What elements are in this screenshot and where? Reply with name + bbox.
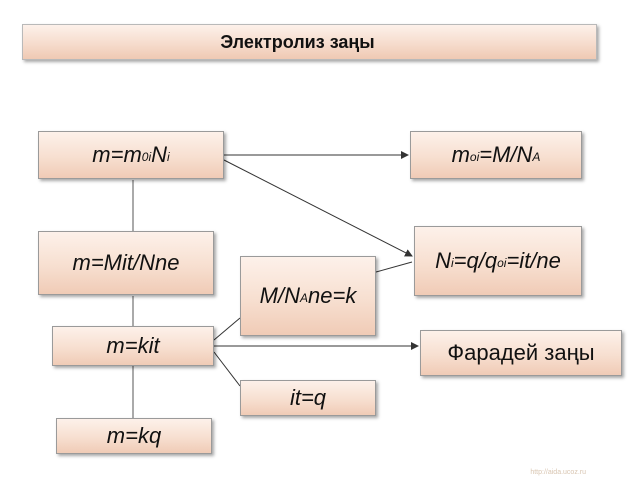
- it-q-text: it=q: [289, 385, 327, 410]
- page-title: Электролиз заңы: [220, 31, 375, 52]
- watermark: http://aida.ucoz.ru: [530, 469, 586, 476]
- node-m-mit: m=Mit/Nne: [38, 231, 214, 295]
- m-kq-text: m=kq: [106, 423, 162, 448]
- arrow-to-ni: [223, 159, 413, 257]
- node-it-q: it=q: [240, 380, 376, 416]
- node-m-kit: m=kit: [52, 326, 214, 366]
- node-m-kq: m=kq: [56, 418, 212, 454]
- m-formula-sub1: 0i: [141, 150, 152, 164]
- m0i-pre: m: [451, 142, 470, 167]
- m-formula-mid: N: [151, 142, 168, 167]
- m-formula-sub2: i: [167, 150, 170, 164]
- ni-rest: =it/ne: [506, 248, 561, 273]
- m-formula-main: m=m: [92, 142, 142, 167]
- faraday-text: Фарадей заңы: [447, 340, 595, 365]
- m0i-sub2: A: [532, 150, 541, 164]
- line-kit-to-itq: [213, 351, 241, 387]
- m0i-rest: =M/N: [479, 142, 533, 167]
- node-faraday: Фарадей заңы: [420, 330, 622, 376]
- m-na-rest: ne=k: [308, 283, 357, 308]
- m0i-sub1: oi: [469, 150, 480, 164]
- m-na-sub: A: [299, 291, 308, 305]
- ni-sub2: oi: [497, 256, 507, 270]
- m-mit-text: m=Mit/Nne: [72, 250, 180, 275]
- m-na-pre: M/N: [259, 283, 300, 308]
- title-banner: Электролиз заңы: [22, 24, 597, 60]
- ni-pre: N: [435, 248, 451, 273]
- ni-mid: =q/q: [453, 248, 498, 273]
- m-kit-text: m=kit: [106, 333, 160, 358]
- line-kit-to-mna: [213, 317, 241, 341]
- line-ni-to-mna: [375, 261, 413, 273]
- ni-sub1: i: [451, 256, 454, 270]
